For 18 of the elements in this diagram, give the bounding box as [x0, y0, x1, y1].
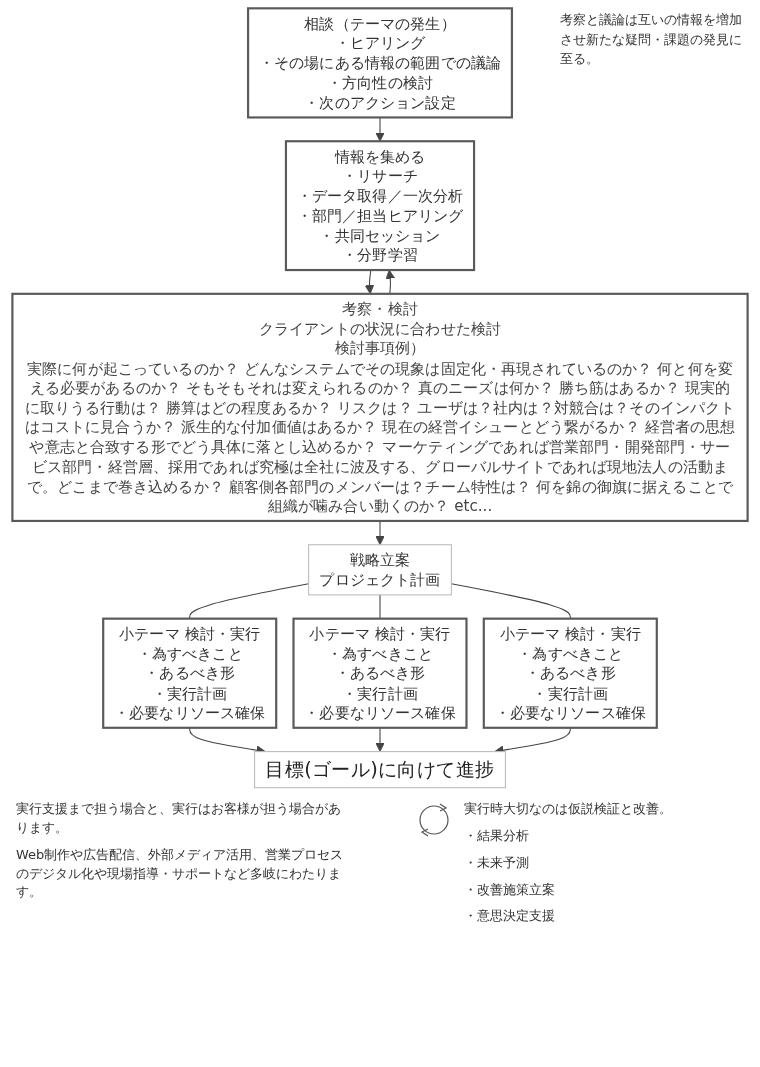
note-text: ・未来予測: [464, 853, 530, 872]
note-text: Web制作や広告配信、外部メディア活用、営業プロセスのデジタル化や現場指導・サポートなど多岐にわたります。: [16, 845, 345, 902]
note-text: 実行支援まで担う場合と、実行はお客様が担う場合があります。: [16, 800, 342, 837]
node-box: 相談（テーマの発生） ・ヒアリング ・その場にある情報の範囲での議論 ・方向性の検討 ・次のアクション設定: [247, 7, 513, 119]
note-text: ・改善施策立案: [464, 880, 556, 899]
arrow: [375, 520, 385, 546]
node-box: 小テーマ 検討・実行 ・為すべきこと ・あるべき形 ・実行計画 ・必要なリソース確保: [482, 617, 658, 729]
note-text: 実行時大切なのは仮説検証と改善。: [464, 800, 672, 818]
node-box: 戦略立案 プロジェクト計画: [308, 544, 452, 596]
node-box: 目標(ゴール)に向けて進捗: [254, 751, 506, 789]
arrow: [375, 727, 385, 752]
node-box: 情報を集める ・リサーチ ・データ取得／一次分析 ・部門／担当ヒアリング ・共同セッション ・分野学習: [284, 140, 476, 272]
note-text: ・意思決定支援: [464, 907, 556, 926]
note-text: 考察と議論は互いの情報を増加させ新たな疑問・課題の発見に至る。: [560, 11, 743, 68]
note-text: ・結果分析: [464, 826, 530, 845]
node-box: 小テーマ 検討・実行 ・為すべきこと ・あるべき形 ・実行計画 ・必要なリソース確保: [292, 617, 468, 729]
node-box: 考察・検討 クライアントの状況に合わせた検討 検討事項例） 実際に何が起こっているのか？ どんなシステムでその現象は固定化・再現されているのか？ 何と何を変える必要があるのか？ そもそもそれは変えられるのか？ 真のニーズは何か？ 勝ち筋はあるか？ 現実的に取りうる行動は？ 勝算はどの程度あるか？ リスクは？ ユーザは？社内は？対競合は？そのインパクトはコストに見合うか？ 派生的な付加価値はあるか？ 現在の経営イシューとどう繋がるか？ 経営者の思想や意志と合致する形でどう具体に落とし込めるか？ マーケティングであれば営業部門・開発部門・サービス部門・経営層、採用であれば究極は全社に波及する、グローバルサイトであれば現地法人の活動まで。どこまで巻き込めるか？ 顧客側各部門のメンバーは？チーム特性は？ 何を錦の御旗に据えることで組織が噛み合い動くのか？ etc...: [11, 292, 749, 523]
node-box: 小テーマ 検討・実行 ・為すべきこと ・あるべき形 ・実行計画 ・必要なリソース確保: [102, 617, 278, 729]
